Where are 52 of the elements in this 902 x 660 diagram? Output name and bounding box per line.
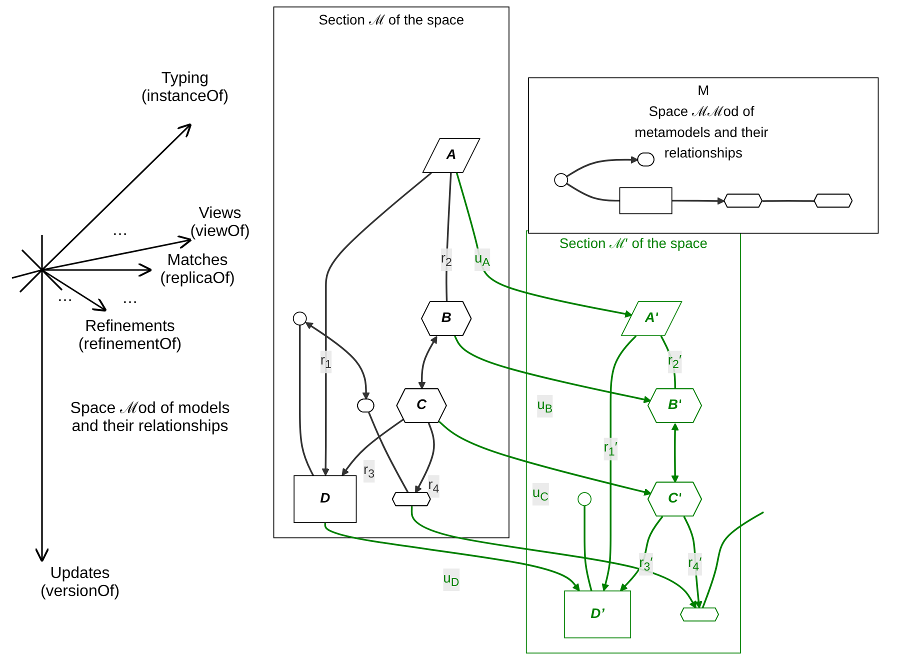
- node-box: D: [294, 475, 357, 524]
- arrow: [602, 335, 637, 592]
- connector: [584, 506, 592, 592]
- arrow: [620, 516, 664, 592]
- edge-label: r$_{2}$′: [668, 353, 682, 371]
- arrow: [454, 336, 652, 404]
- edge-label: u$_{C}$: [532, 486, 549, 504]
- axis-label: …: [121, 290, 139, 308]
- arrow: [415, 422, 435, 494]
- arrow: [438, 420, 652, 496]
- edge-label: r$_{1}$′: [604, 440, 618, 458]
- axis-label: Views (viewOf): [189, 205, 251, 240]
- axis-label: Updates (versionOf): [39, 565, 121, 600]
- node-box: D’: [564, 590, 632, 638]
- connector: [446, 172, 452, 302]
- edge-label: r$_{2}$: [440, 251, 452, 269]
- edge-label: u$_{D}$: [443, 571, 460, 589]
- arrow: [566, 156, 638, 178]
- space-label: Space ℳod of models and their relationships: [69, 400, 231, 436]
- edge-label: r$_{4}$′: [688, 556, 702, 574]
- arrow: [305, 322, 370, 400]
- node-circle: [554, 173, 568, 187]
- arrow: [322, 172, 432, 476]
- connector: [702, 511, 764, 609]
- arrow: [410, 506, 696, 609]
- connector: [566, 182, 620, 202]
- edge-label: u$_{A}$: [474, 251, 490, 269]
- axis-label: Typing (instanceOf): [140, 70, 230, 106]
- edge-label: r$_{3}$: [363, 462, 375, 480]
- node-circle: [578, 492, 592, 506]
- connector: [368, 412, 410, 494]
- edge-label: r$_{1}$: [320, 353, 332, 371]
- edge-label: r$_{3}$′: [639, 556, 653, 574]
- axis-label: …: [111, 222, 129, 240]
- axis-label: Matches (replicaOf): [159, 252, 236, 288]
- connector: [762, 200, 815, 202]
- connector: [660, 336, 676, 390]
- edge-label: r$_{4}$: [428, 478, 440, 496]
- arrow: [672, 197, 725, 205]
- node-cross: [619, 187, 672, 214]
- axis-label: …: [56, 288, 74, 306]
- arrow: [671, 422, 679, 483]
- arrow: [683, 516, 702, 609]
- arrow: [342, 418, 404, 476]
- arrow: [456, 172, 633, 318]
- edge-label: u$_{B}$: [537, 398, 553, 416]
- arrow: [324, 522, 580, 592]
- axis-label: Refinements (refinementOf): [77, 318, 183, 354]
- connector: [298, 325, 314, 476]
- arrow: [418, 336, 438, 390]
- cluster: M Space ℳℳod of metamodels and their relationships: [528, 77, 879, 234]
- node-circle: [292, 312, 307, 326]
